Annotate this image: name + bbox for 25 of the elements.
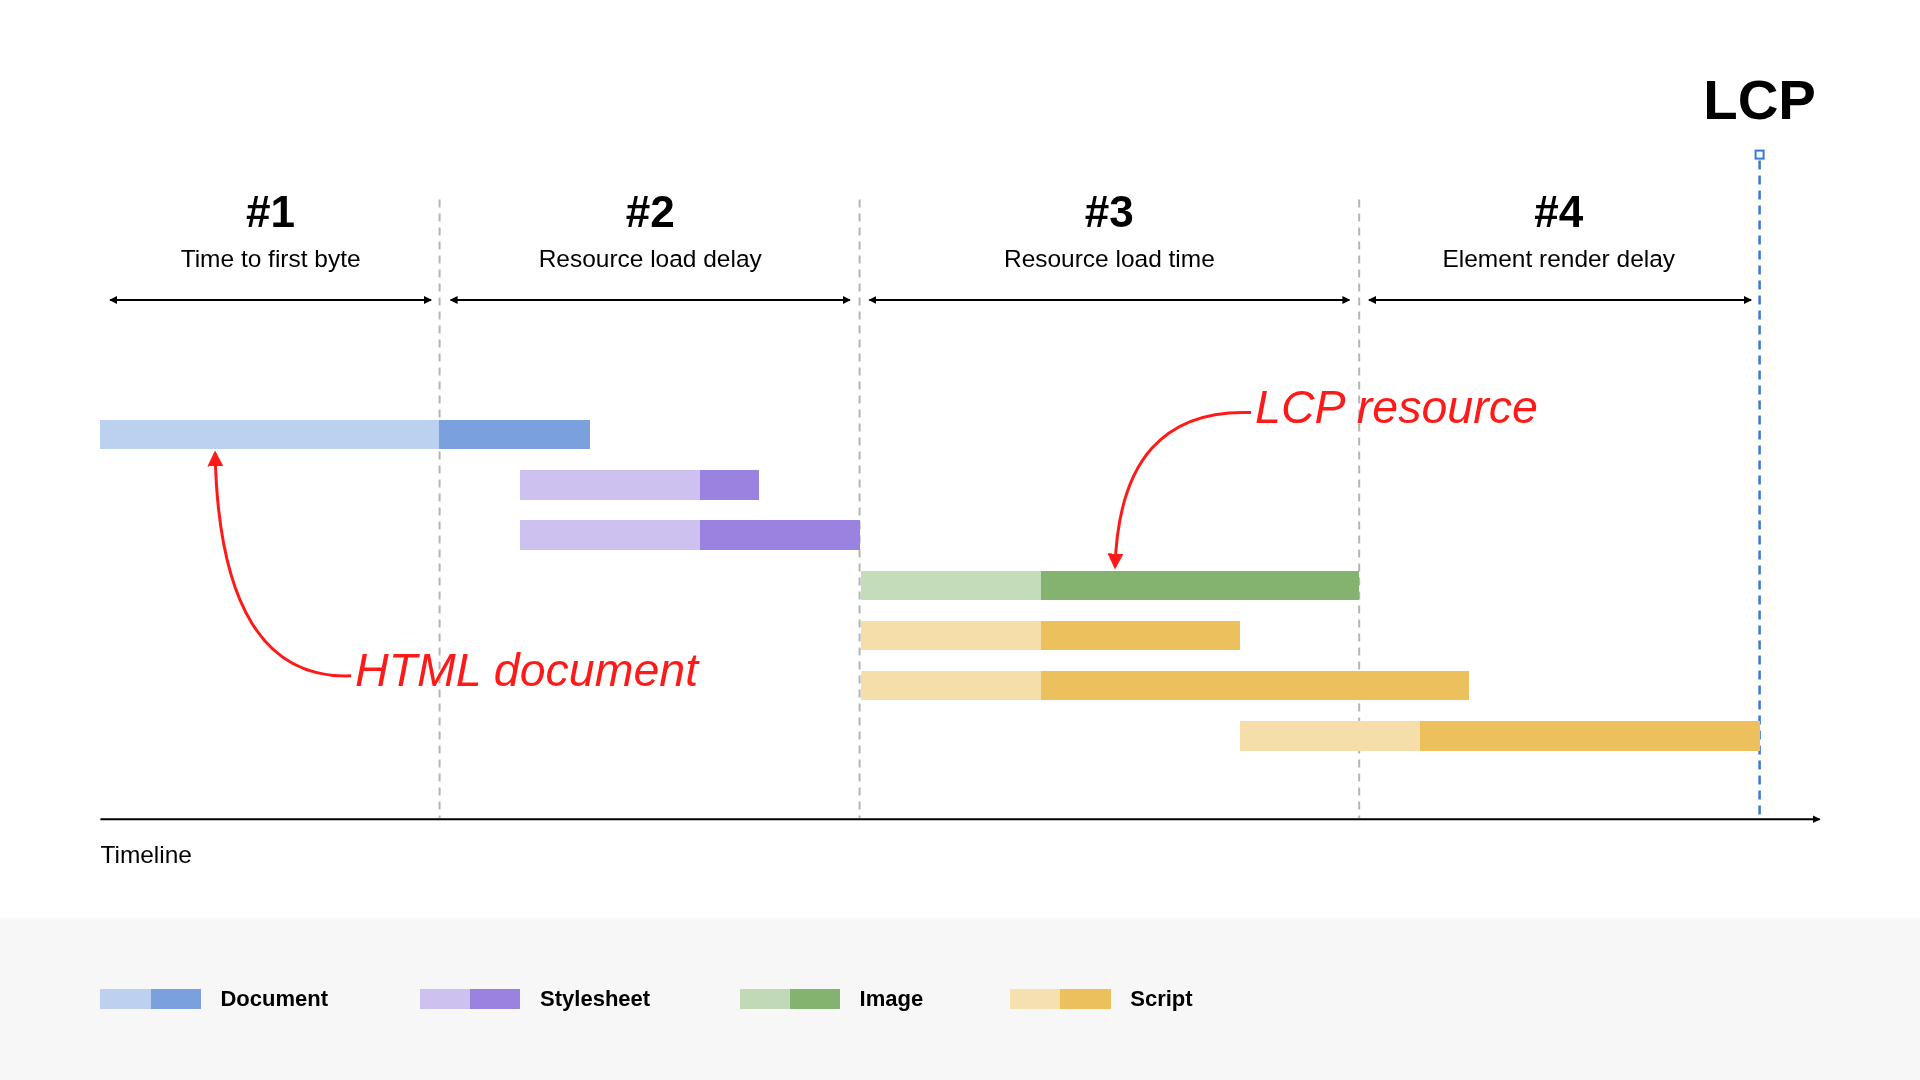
phase-title: Resource load time	[1003, 244, 1215, 273]
timeline-bar	[520, 520, 860, 550]
phase-number: #1	[246, 187, 296, 238]
phase-title: Element render delay	[1442, 244, 1676, 273]
phase-title: Resource load delay	[538, 244, 762, 273]
legend-label: Script	[1130, 985, 1193, 1012]
annotation-text: HTML document	[355, 642, 699, 697]
timeline-bar	[860, 570, 1360, 600]
timeline-bar	[1240, 721, 1760, 751]
timeline-bar	[860, 620, 1241, 651]
phase-title: Time to first byte	[180, 244, 361, 273]
phase-number: #4	[1534, 187, 1584, 238]
timeline-bar	[520, 470, 760, 500]
leader-arrow	[1108, 411, 1252, 570]
phase-number: #3	[1084, 187, 1134, 238]
legend-label: Stylesheet	[540, 985, 651, 1012]
timeline-bar	[860, 671, 1470, 701]
phase-number: #2	[625, 187, 675, 238]
timeline-bar	[100, 420, 591, 450]
legend-label: Image	[859, 985, 924, 1012]
lcp-heading: LCP	[1703, 67, 1816, 133]
annotation-text: LCP resource	[1255, 379, 1538, 434]
axis-label: Timeline	[100, 841, 192, 870]
legend-label: Document	[220, 985, 329, 1012]
leader-arrow	[207, 450, 352, 678]
